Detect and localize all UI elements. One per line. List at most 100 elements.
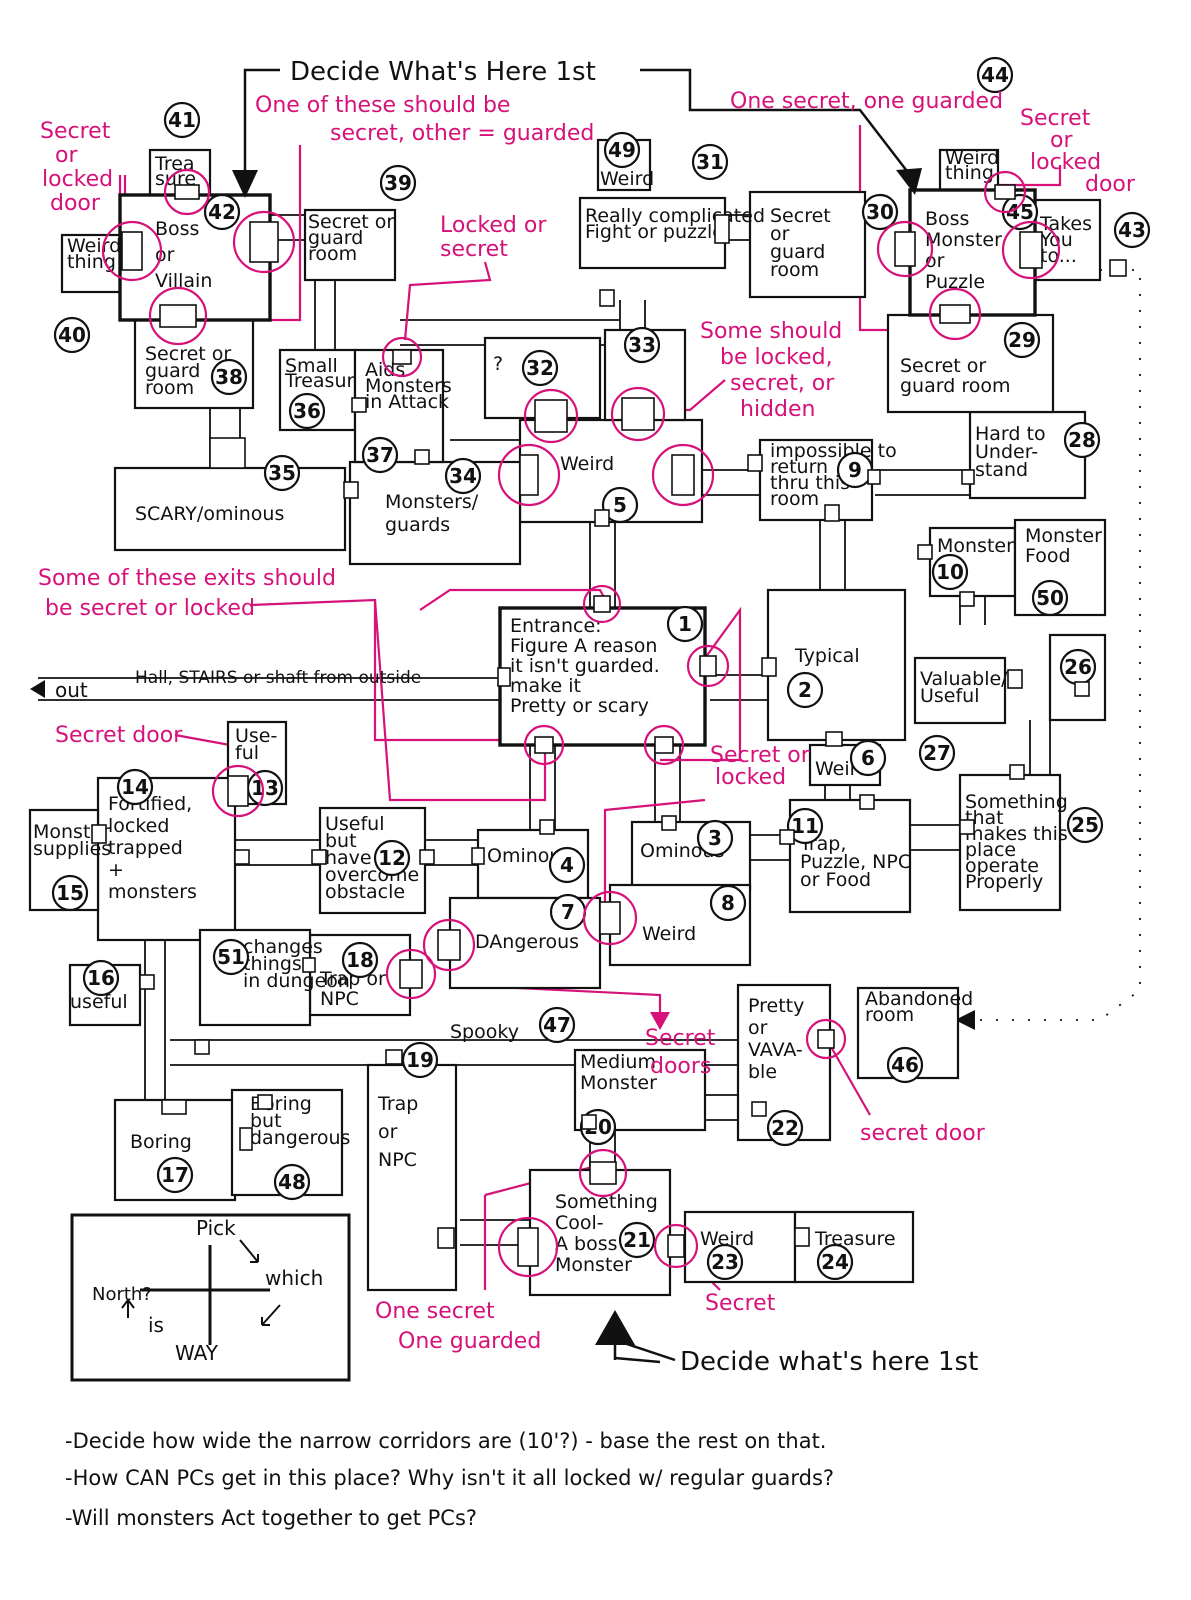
room-36-label-line: Treasure xyxy=(284,370,366,392)
room-43-number-circle xyxy=(1113,211,1151,249)
room-30-number: 30 xyxy=(866,200,894,224)
room-1-label-line: Pretty or scary xyxy=(510,695,649,717)
room-2-label-line: Typical xyxy=(794,645,860,667)
room-27-number-circle xyxy=(918,734,956,772)
room-20-label-line: Monster xyxy=(580,1072,657,1094)
room-39-number: 39 xyxy=(384,171,412,195)
door xyxy=(599,901,621,935)
compass-way: WAY xyxy=(175,1341,219,1365)
pink-secret-door-right-line xyxy=(829,1044,871,1116)
door xyxy=(351,397,367,413)
door xyxy=(599,289,615,307)
room-31-label-line: Fight or puzzle xyxy=(585,221,724,243)
room-19-number: 19 xyxy=(406,1048,434,1072)
room-14-label-line: locked xyxy=(108,815,169,837)
room-17-number: 17 xyxy=(161,1163,189,1187)
room-4-number-circle xyxy=(548,846,586,884)
room-11-number-circle xyxy=(786,807,824,845)
room-49-label-line: Weird xyxy=(600,168,654,190)
note-some-should: Some should be locked, secret, or hidden xyxy=(700,319,849,422)
room-11-number: 11 xyxy=(791,814,819,838)
room-51-label-line: in dungeon xyxy=(243,970,350,992)
room-3-number-circle xyxy=(696,819,734,857)
note-secret-door-right: secret door xyxy=(860,1121,986,1146)
room-48-number-circle xyxy=(273,1163,311,1201)
door xyxy=(589,1161,617,1185)
room-34-outline xyxy=(348,460,522,566)
room-24-outline xyxy=(793,1210,915,1284)
door xyxy=(539,819,555,835)
room-39-label-line: guard xyxy=(308,227,363,249)
room-44-label-line: Weird xyxy=(945,147,999,169)
room-1-label-line: Figure A reason xyxy=(510,635,657,657)
room-31-number: 31 xyxy=(696,150,724,174)
door xyxy=(1009,764,1025,780)
door xyxy=(859,794,875,810)
room-12-number-circle xyxy=(373,839,411,877)
room-34-number-circle xyxy=(444,457,482,495)
room-3-number: 3 xyxy=(708,826,722,850)
room-13-label-line: ful xyxy=(235,742,259,764)
room-51-label-line: changes xyxy=(243,936,323,958)
door-highlight-circle xyxy=(497,1216,559,1278)
room-30-label-line: room xyxy=(770,259,819,281)
note-one-secret-bottom: One secret One guarded xyxy=(375,1299,541,1354)
room-38-label-line: Secret or xyxy=(145,343,231,365)
headline-bottom: Decide what's here 1st xyxy=(680,1347,978,1377)
room-22-label-line: VAVA- xyxy=(748,1039,803,1061)
room-15-number-circle xyxy=(51,874,89,912)
room-32-number-circle xyxy=(521,349,559,387)
door-highlight-circle xyxy=(578,1148,628,1198)
room-14-label-line: trapped xyxy=(108,837,183,859)
room-19-number-circle xyxy=(401,1041,439,1079)
door-highlight-circle xyxy=(643,724,685,766)
room-32-label: ? xyxy=(493,353,503,375)
door xyxy=(519,454,539,496)
compass-pick: Pick xyxy=(196,1216,236,1240)
room-47-label-line: Spooky xyxy=(450,1021,519,1043)
room-45-label-line: Monster xyxy=(925,229,1002,251)
room-13-number: 13 xyxy=(251,776,279,800)
room-2-label: Typical xyxy=(794,645,860,667)
door xyxy=(959,819,975,835)
room-27-number: 27 xyxy=(923,741,951,765)
room-25-number: 25 xyxy=(1071,813,1099,837)
room-8-number: 8 xyxy=(721,891,735,915)
door xyxy=(1007,669,1023,689)
headline-top-group: Decide What's Here 1st xyxy=(232,57,922,198)
room-39-label-line: Secret or xyxy=(308,211,394,233)
room-12-label-line: Useful xyxy=(325,813,385,835)
door xyxy=(534,399,568,433)
door xyxy=(961,469,975,485)
room-30-label-line: guard xyxy=(770,241,825,263)
room-28-outline xyxy=(968,410,1087,500)
room-50-label-line: Monster xyxy=(1025,525,1102,547)
room-39-label-line: room xyxy=(308,243,357,265)
pink-locked-secret-line xyxy=(403,261,492,341)
out-arrow-icon xyxy=(30,680,45,698)
room-1-label-line: it isn't guarded. xyxy=(510,655,660,677)
room-17-label-line: Boring xyxy=(130,1131,192,1153)
room-23-number: 23 xyxy=(711,1250,739,1274)
door-highlight-circle xyxy=(148,286,208,346)
room-29-number: 29 xyxy=(1008,328,1036,352)
door xyxy=(227,775,249,807)
